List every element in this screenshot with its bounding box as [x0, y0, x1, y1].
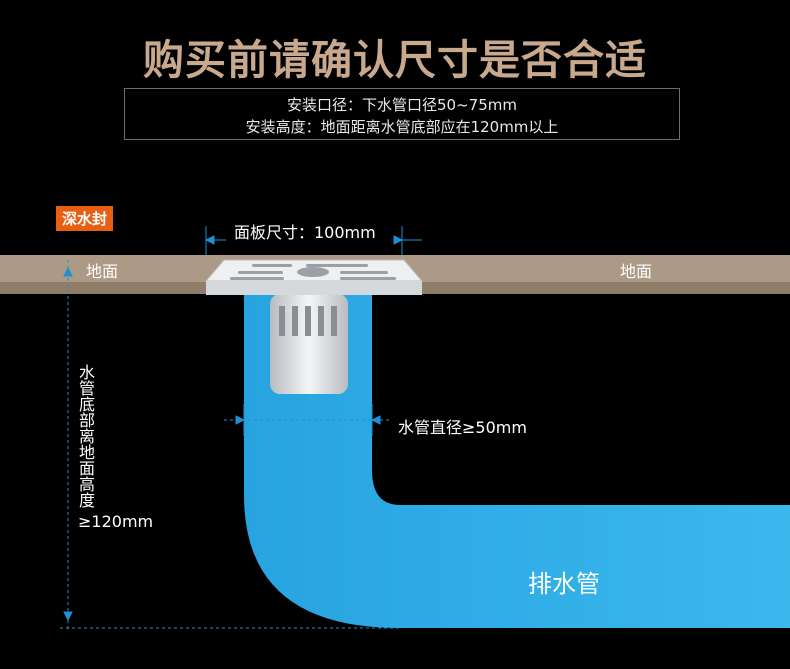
pipe-diameter-label: 水管直径≥50mm	[398, 418, 527, 437]
pipe-diameter-dimension	[224, 404, 392, 436]
floor-label-right: 地面	[620, 262, 653, 281]
panel-width-dimension	[204, 226, 422, 255]
page-title: 购买前请确认尺寸是否合适	[143, 36, 647, 84]
floor-label-left: 地面	[86, 262, 119, 281]
drain-core	[270, 294, 348, 394]
height-dimension	[60, 260, 400, 630]
panel-size-label: 面板尺寸：100mm	[234, 223, 376, 242]
install-caliber-text: 安装口径：下水管口径50~75mm	[287, 96, 517, 114]
drain-pipe-label: 排水管	[528, 570, 600, 598]
height-label: 水管底部离地面高度	[79, 363, 96, 510]
install-info-box: 安装口径：下水管口径50~75mm 安装高度：地面距离水管底部应在120mm以上	[124, 88, 680, 140]
install-height-text: 安装高度：地面距离水管底部应在120mm以上	[245, 118, 559, 136]
drain-core-ribs	[279, 306, 337, 336]
deep-water-seal-badge: 深水封	[56, 206, 114, 231]
drain-panel-edge	[206, 281, 422, 295]
height-value: ≥120mm	[78, 512, 154, 531]
drain-pipe	[244, 294, 790, 628]
drain-panel-slots	[230, 264, 396, 280]
